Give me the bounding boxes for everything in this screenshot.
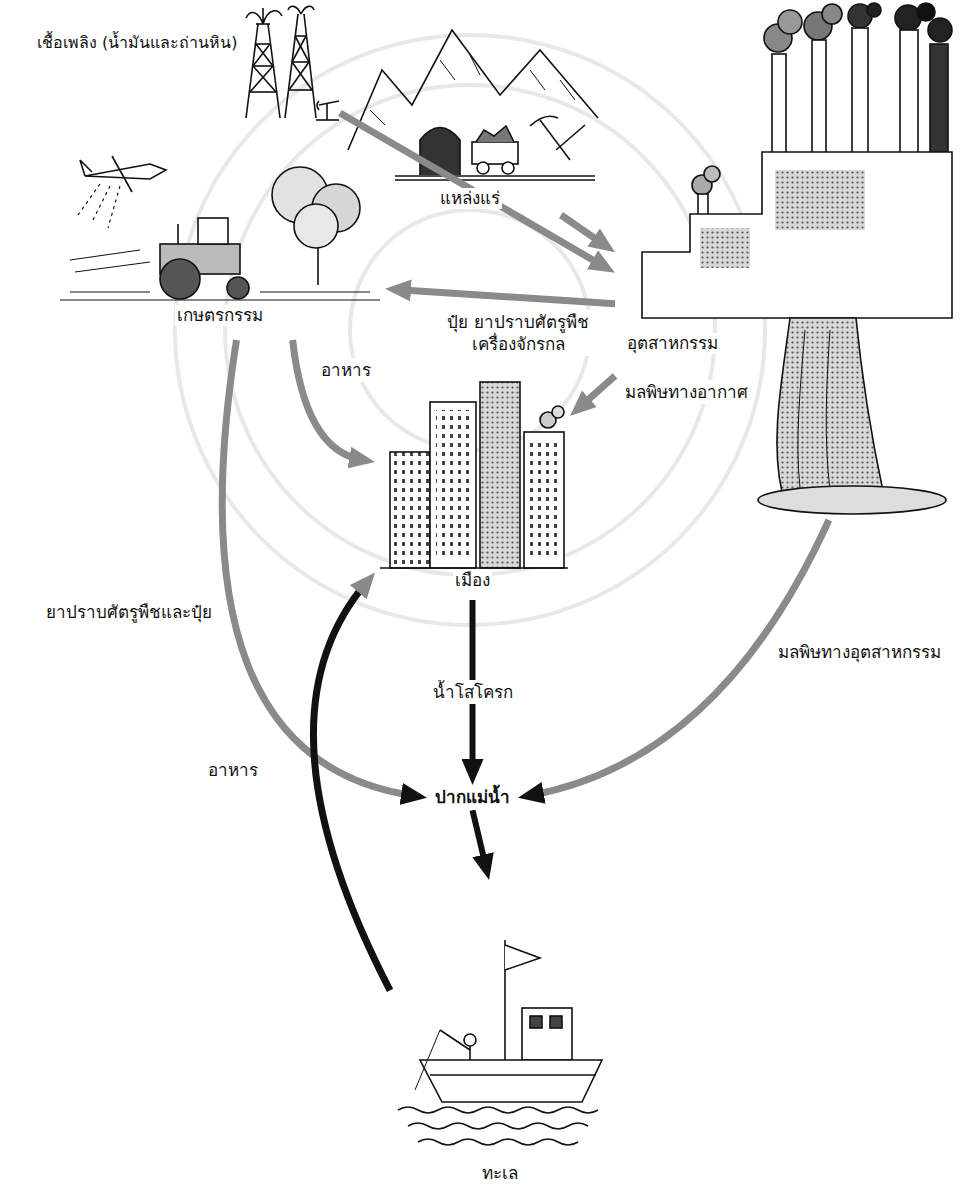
node-label: อุตสาหกรรม: [625, 333, 720, 354]
edge-label: อาหาร: [318, 358, 374, 382]
flow-arrow: [561, 215, 604, 244]
farm-scene: [60, 156, 380, 300]
agriculture-area: เกษตรกรรม: [55, 135, 385, 340]
estuary-box: ปากแม่น้ำ: [427, 785, 518, 810]
city-buildings: [380, 382, 568, 568]
edge-label: มลพิษทางอุตสาหกรรม: [775, 640, 944, 664]
node-label: เกษตรกรรม: [175, 305, 265, 326]
mine-mountains: [348, 30, 598, 180]
edge-label: ปุ๋ย ยาปราบศัตรูพืช เครื่องจักรกล: [430, 310, 606, 356]
city-area: เมือง: [375, 370, 570, 600]
oil-derricks: [246, 6, 339, 120]
flow-arrow: [313, 583, 390, 990]
mineral-source: แหล่งแร่: [340, 0, 600, 215]
watermark-seal: [175, 35, 765, 625]
edge-label: อาหาร: [205, 758, 261, 782]
flow-arrow: [399, 290, 615, 304]
flow-arrow: [580, 376, 615, 407]
industry-area: อุตสาหกรรม: [615, 5, 960, 520]
fishing-boat: [398, 940, 602, 1145]
node-label: เชื้อเพลิง (น้ำมันและถ่านหิน): [35, 33, 240, 53]
flow-arrow: [222, 340, 413, 796]
sea-area: ทะเล: [390, 880, 610, 1195]
edge-label: ยาปราบศัตรูพืชและปุ๋ย: [43, 600, 215, 624]
node-label: เมือง: [453, 570, 492, 591]
edge-label: มลพิษทางอากาศ: [622, 380, 751, 404]
factory: [642, 3, 952, 514]
edge-label: น้ำโสโครก: [430, 680, 516, 704]
flow-arrow: [473, 810, 486, 866]
node-label: แหล่งแร่: [438, 188, 502, 209]
node-label: ทะเล: [480, 1163, 520, 1184]
fuel-source: เชื้อเพลิง (น้ำมันและถ่านหิน): [30, 5, 340, 125]
node-label: ปากแม่น้ำ: [433, 787, 512, 808]
flow-arrow: [340, 113, 603, 266]
